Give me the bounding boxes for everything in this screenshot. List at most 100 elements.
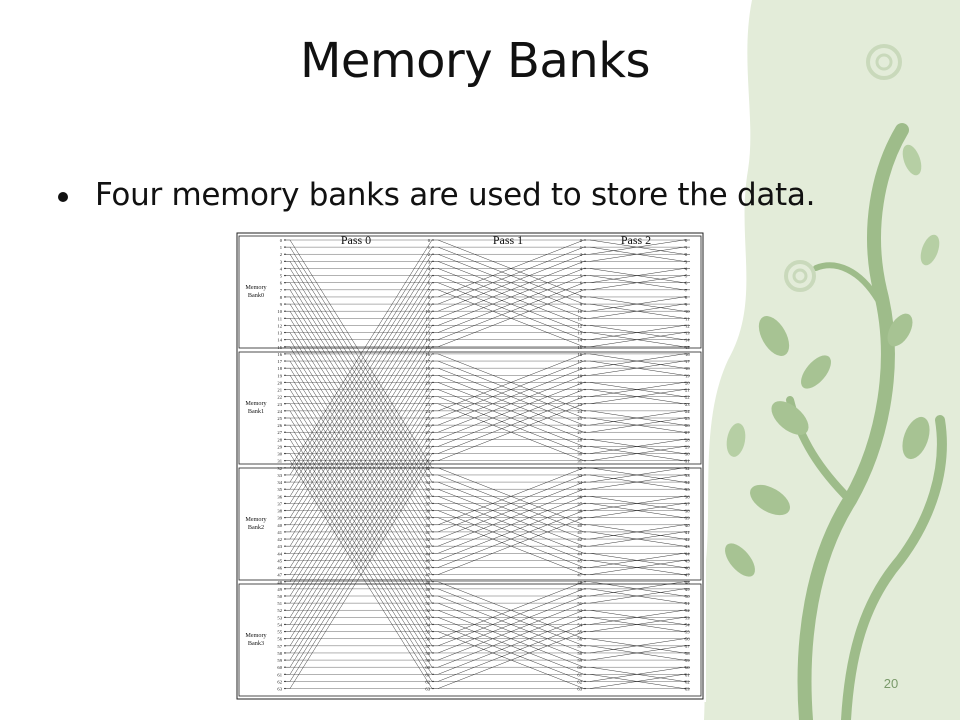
- index-label: 4: [428, 266, 431, 271]
- node-dot: [284, 310, 286, 312]
- butterfly-line: [289, 268, 433, 497]
- butterfly-line: [589, 382, 685, 397]
- index-label: 61: [277, 672, 282, 677]
- diagram-frame: [236, 232, 704, 700]
- node-dot: [432, 481, 434, 483]
- butterfly-line: [589, 553, 685, 568]
- index-label: 54: [277, 622, 282, 627]
- node-dot: [684, 381, 686, 384]
- node-dot: [284, 289, 286, 291]
- index-label: 32: [685, 466, 690, 471]
- node-dot: [432, 630, 434, 633]
- index-label: 7: [428, 288, 431, 293]
- node-dot: [684, 538, 686, 540]
- node-dot: [432, 566, 434, 569]
- node-dot: [284, 538, 286, 540]
- node-dot: [432, 659, 434, 661]
- index-label: 43: [685, 544, 690, 549]
- node-dot: [432, 417, 434, 419]
- node-dot: [432, 687, 434, 690]
- node-dot: [284, 438, 286, 441]
- index-label: 49: [685, 587, 690, 592]
- index-label: 20: [425, 380, 430, 385]
- butterfly-line: [437, 246, 585, 305]
- index-label: 18: [685, 366, 690, 371]
- butterfly-line: [289, 318, 433, 547]
- node-dot: [432, 260, 434, 263]
- node-dot: [684, 310, 686, 312]
- node-dot: [284, 630, 286, 633]
- index-label: 0: [685, 238, 688, 243]
- index-label: 10: [685, 309, 690, 314]
- index-label: 12: [277, 323, 282, 328]
- index-label: 26: [277, 423, 282, 428]
- index-label: 24: [425, 409, 430, 414]
- butterfly-line: [589, 268, 685, 283]
- node-dot: [684, 602, 686, 604]
- node-dot: [684, 595, 686, 597]
- butterfly-line: [289, 325, 433, 554]
- index-label: 5: [580, 274, 583, 279]
- node-dot: [684, 687, 686, 690]
- node-dot: [684, 638, 686, 640]
- index-label: 15: [277, 345, 282, 350]
- node-dot: [284, 588, 286, 590]
- index-label: 0: [580, 238, 583, 243]
- node-dot: [684, 552, 686, 554]
- node-dot: [684, 431, 686, 433]
- index-label: 3: [685, 259, 688, 264]
- node-dot: [584, 474, 586, 476]
- node-dot: [684, 516, 686, 519]
- index-label: 11: [578, 316, 583, 321]
- index-label: 7: [685, 288, 688, 293]
- node-dot: [284, 609, 286, 611]
- node-dot: [432, 545, 434, 547]
- index-label: 55: [685, 630, 690, 635]
- node-dot: [432, 623, 434, 626]
- index-label: 28: [577, 437, 582, 442]
- node-dot: [684, 239, 686, 241]
- butterfly-line: [437, 588, 585, 647]
- node-dot: [284, 488, 286, 490]
- index-label: 33: [685, 473, 690, 478]
- index-label: 25: [685, 416, 690, 421]
- node-dot: [284, 274, 286, 277]
- butterfly-line: [289, 460, 433, 689]
- butterfly-line: [289, 389, 433, 618]
- node-dot: [432, 410, 434, 412]
- butterfly-line: [437, 581, 585, 639]
- node-dot: [684, 630, 686, 633]
- node-dot: [284, 666, 286, 668]
- index-label: 60: [577, 665, 582, 670]
- node-dot: [684, 424, 686, 426]
- index-label: 25: [425, 416, 430, 421]
- index-label: 2: [580, 252, 583, 257]
- index-label: 14: [685, 338, 690, 343]
- index-label: 24: [685, 409, 690, 414]
- bullet-dot-icon: [58, 191, 68, 202]
- index-label: 20: [277, 380, 282, 385]
- index-label: 38: [577, 509, 582, 514]
- node-dot: [584, 509, 586, 512]
- node-dot: [584, 445, 586, 448]
- index-label: 21: [577, 388, 582, 393]
- node-dot: [432, 374, 434, 376]
- node-dot: [584, 367, 586, 369]
- butterfly-line: [437, 389, 585, 447]
- index-label: 49: [577, 587, 582, 592]
- index-label: 40: [577, 523, 582, 528]
- index-label: 45: [277, 558, 282, 563]
- index-label: 3: [428, 259, 431, 264]
- index-label: 39: [577, 516, 582, 521]
- index-label: 16: [277, 352, 282, 357]
- node-dot: [584, 687, 586, 690]
- node-dot: [432, 346, 434, 348]
- node-dot: [584, 246, 586, 248]
- node-dot: [684, 559, 686, 562]
- node-dot: [684, 410, 686, 412]
- node-dot: [684, 360, 686, 362]
- index-label: 56: [277, 637, 282, 642]
- butterfly-line: [589, 296, 685, 312]
- butterfly-line: [437, 396, 585, 454]
